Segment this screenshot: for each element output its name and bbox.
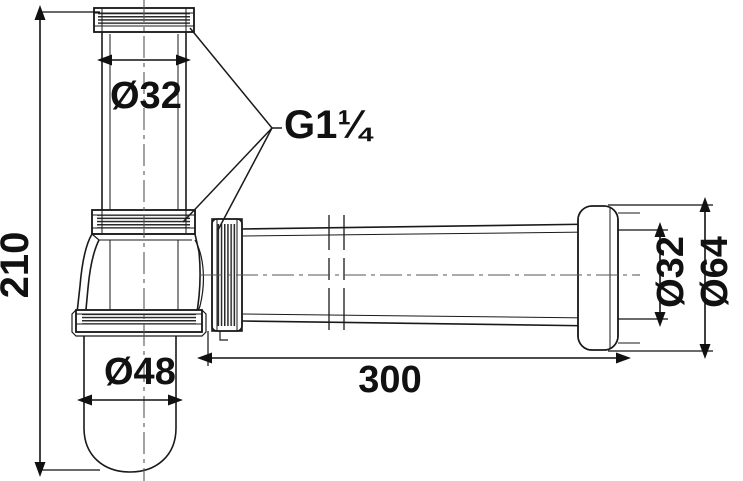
leader-to-side-sleeve (217, 127, 273, 231)
dimension-label-outlet-dia32: Ø32 (650, 236, 692, 308)
dimension-label-bowl-dia48: Ø48 (104, 351, 176, 393)
bottom-cup-collar (71, 309, 207, 337)
thread-size-label-g114: G1¼ (284, 103, 374, 147)
bottom-cup (83, 336, 177, 473)
leader-to-top-collar (189, 27, 273, 129)
dimension-outlet-length (197, 331, 631, 366)
wall-flange (577, 205, 640, 351)
dimension-label-300: 300 (358, 359, 421, 401)
leader-to-middle-collar (182, 127, 273, 223)
break-line (328, 215, 345, 330)
dimension-layer (34, 5, 713, 477)
dimension-flange-diameter (608, 197, 713, 359)
dimension-label-210: 210 (0, 232, 37, 299)
dimension-label-inlet-dia32: Ø32 (110, 75, 182, 117)
dimension-overall-height (34, 5, 100, 477)
dimension-outlet-diameter (618, 222, 668, 327)
dimension-label-flange-dia64: Ø64 (694, 236, 736, 308)
outlet-pipe (241, 223, 601, 327)
side-threaded-sleeve (211, 218, 243, 341)
thread-callout-leaders (182, 27, 282, 231)
